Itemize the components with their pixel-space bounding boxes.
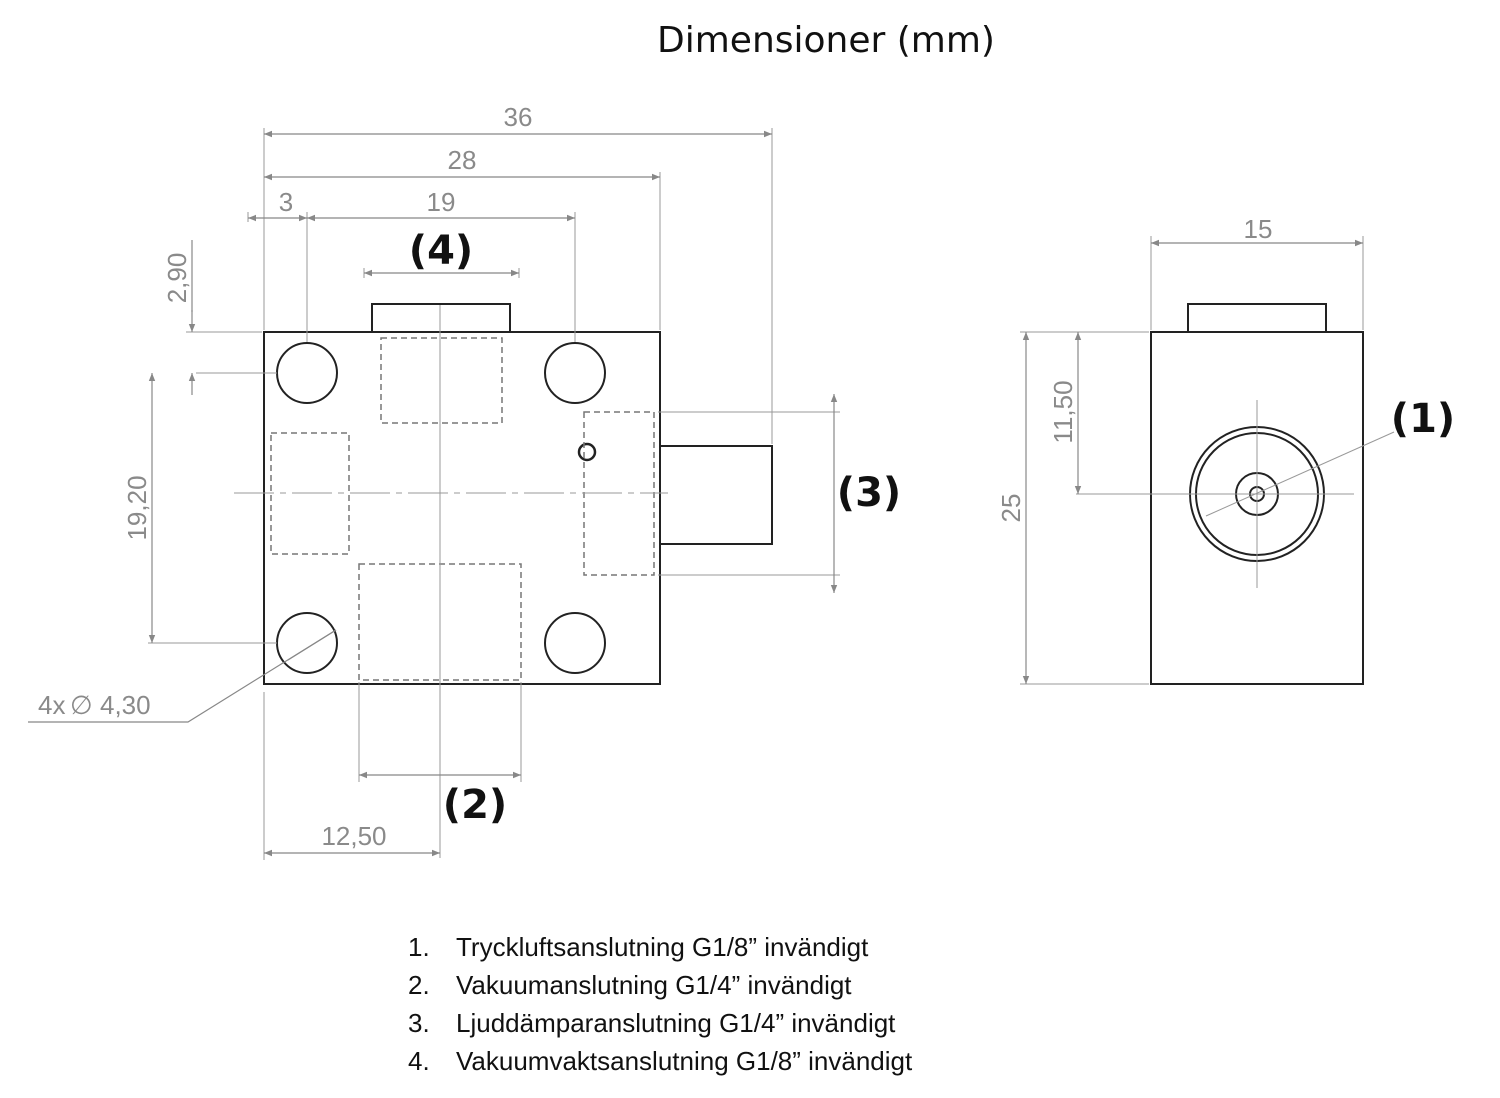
legend-number: 1. [408,932,430,962]
dim-19: 19 [427,187,456,217]
dim-19-20: 19,20 [122,475,152,540]
callout-port4: (4) [409,228,473,274]
legend-text: Ljuddämparanslutning G1/4” invändigt [456,1008,896,1038]
extension-lines-front [148,128,840,860]
legend-item: 2. Vakuumanslutning G1/4” invändigt [408,966,912,1004]
dim-hole-count: 4x [38,690,65,720]
dimension-lines-front [28,130,838,857]
legend-text: Vakuumanslutning G1/4” invändigt [456,970,852,1000]
front-view [234,303,773,858]
dim-2-90: 2,90 [162,253,192,304]
side-center-lines [1076,400,1354,588]
drawing-title: Dimensioner (mm) [657,20,995,61]
dim-36: 36 [504,102,533,132]
front-body [263,331,661,685]
callout-port3: (3) [837,470,901,516]
mounting-hole-bottom-right [544,612,606,674]
dim-15: 15 [1244,214,1273,244]
legend-number: 4. [408,1046,430,1076]
port4-boss [371,303,511,333]
dim-hole-diameter: 4,30 [100,690,151,720]
dim-11-50: 11,50 [1048,380,1078,443]
port-legend: 1. Tryckluftsanslutning G1/8” invändigt 2… [408,928,912,1080]
center-lines [234,305,668,858]
legend-item: 4. Vakuumvaktsanslutning G1/8” invändigt [408,1042,912,1080]
port3-boss [659,445,773,545]
dim-12-50: 12,50 [321,821,386,851]
small-hole [577,442,597,462]
extension-lines-side [1020,236,1395,685]
dimension-lines-side [1022,239,1363,684]
legend-item: 1. Tryckluftsanslutning G1/8” invändigt [408,928,912,966]
side-view [1076,303,1364,685]
dim-3: 3 [279,187,293,217]
callout-port2: (2) [443,782,507,828]
mounting-hole-top-left [276,342,338,404]
diameter-symbol: ∅ [70,690,93,720]
hidden-lines [270,337,655,681]
dim-25: 25 [996,494,1026,523]
legend-number: 3. [408,1008,430,1038]
legend-item: 3. Ljuddämparanslutning G1/4” invändigt [408,1004,912,1042]
mounting-hole-top-right [544,342,606,404]
legend-number: 2. [408,970,430,1000]
mounting-hole-bottom-left [276,612,338,674]
legend-text: Tryckluftsanslutning G1/8” invändigt [456,932,869,962]
dim-28: 28 [448,145,477,175]
side-boss [1187,303,1327,333]
callout-port1: (1) [1391,396,1455,442]
legend-text: Vakuumvaktsanslutning G1/8” invändigt [456,1046,913,1076]
